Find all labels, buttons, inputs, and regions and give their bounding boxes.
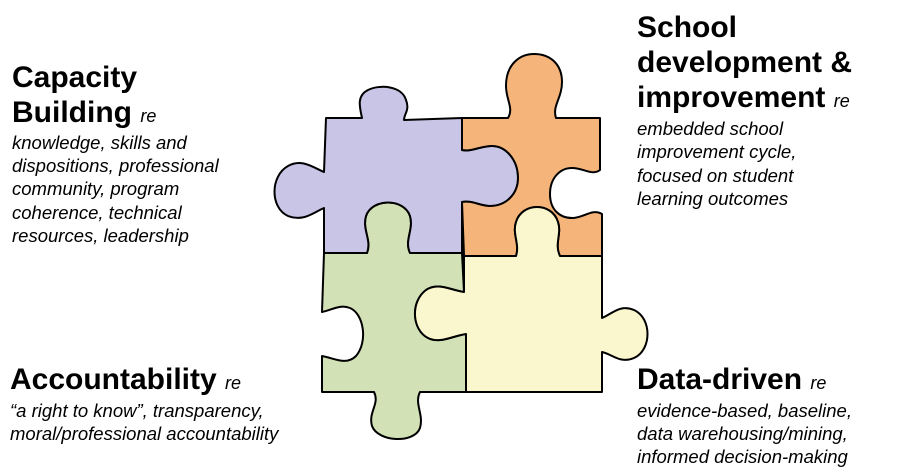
accountability-description: “a right to know”, transparency, moral/p… — [10, 399, 350, 445]
school-re: re — [833, 91, 850, 112]
data-driven-description: evidence-based, baseline, data warehousi… — [637, 399, 899, 468]
school-line: improvement cycle, — [637, 141, 797, 163]
capacity-line: resources, leadership — [12, 224, 189, 246]
data-driven-title-text: Data-driven — [637, 363, 803, 396]
school-development-title: School development & improvement re — [637, 10, 899, 115]
data-driven-re: re — [810, 373, 827, 393]
accountability-line: “a right to know”, transparency, — [10, 400, 264, 422]
data-driven-block: Data-driven re evidence-based, baseline,… — [637, 362, 899, 468]
accountability-title-text: Accountability — [10, 363, 217, 396]
school-title-line3: improvement — [637, 81, 826, 115]
accountability-title: Accountability re — [10, 362, 350, 397]
data-driven-line: evidence-based, baseline, — [637, 400, 852, 422]
capacity-line: coherence, technical — [12, 201, 182, 223]
school-development-block: School development & improvement re embe… — [637, 10, 899, 210]
school-line: embedded school — [637, 118, 784, 140]
accountability-block: Accountability re “a right to know”, tra… — [10, 362, 350, 445]
school-title-line1: School — [637, 11, 738, 44]
capacity-building-block: Capacity Building re knowledge, skills a… — [12, 60, 282, 247]
capacity-line: community, program — [12, 178, 180, 200]
school-line: learning outcomes — [637, 187, 789, 209]
puzzle-piece-school — [461, 53, 603, 257]
accountability-line: moral/professional accountability — [10, 423, 279, 445]
capacity-building-title: Capacity Building re — [12, 60, 282, 130]
capacity-line: knowledge, skills and — [12, 132, 187, 154]
capacity-re: re — [140, 106, 157, 127]
accountability-re: re — [225, 373, 242, 393]
school-line: focused on student — [637, 164, 794, 186]
data-driven-title: Data-driven re — [637, 362, 899, 397]
data-driven-line: data warehousing/mining, — [637, 423, 848, 445]
school-title-line2: development & — [637, 46, 853, 80]
school-description: embedded school improvement cycle, focus… — [637, 117, 899, 210]
capacity-line: dispositions, professional — [12, 155, 219, 177]
capacity-title-line2: Building — [12, 96, 132, 130]
capacity-title-line1: Capacity — [12, 61, 138, 94]
puzzle-piece-data — [413, 206, 649, 393]
data-driven-line: informed decision-making — [637, 446, 848, 468]
capacity-description: knowledge, skills and dispositions, prof… — [12, 131, 282, 247]
